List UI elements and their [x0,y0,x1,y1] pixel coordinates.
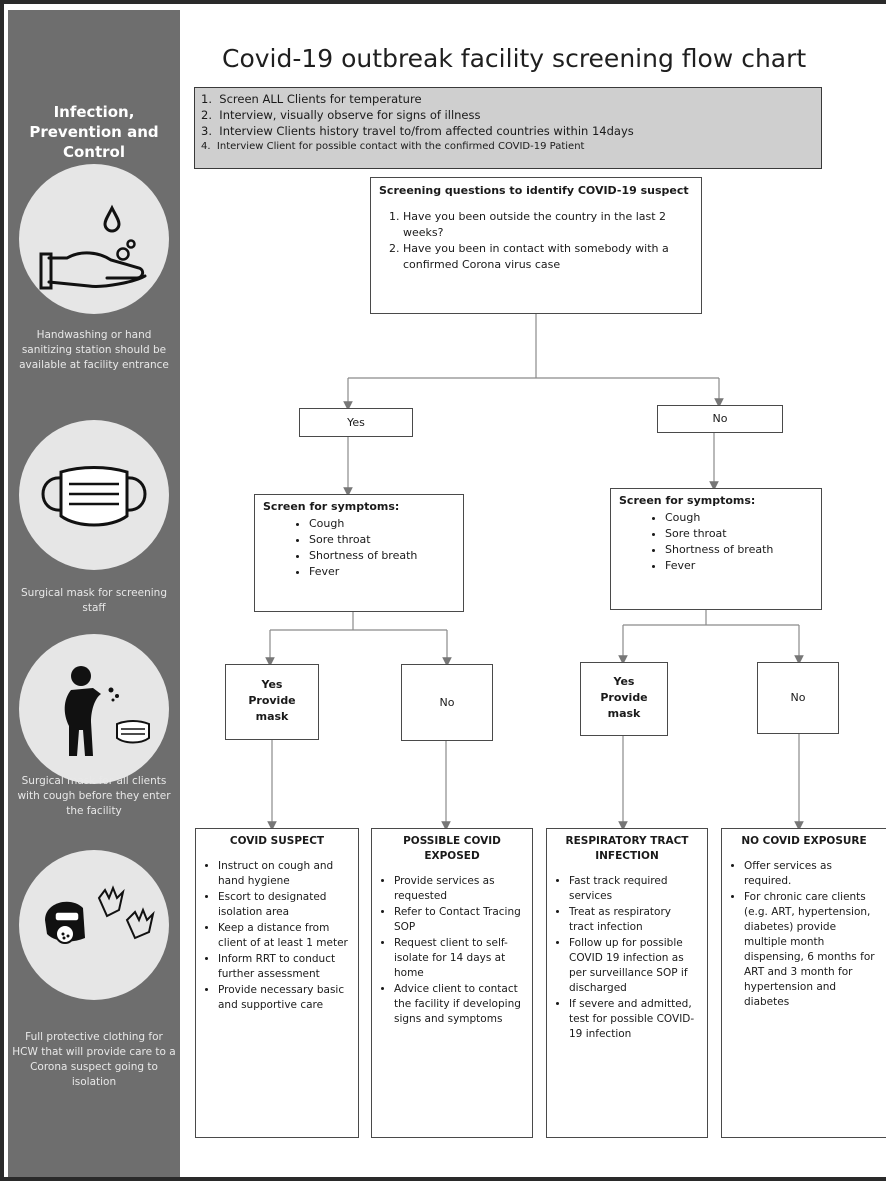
chart-title: Covid-19 outbreak facility screening flo… [222,44,807,73]
symptoms-heading: Screen for symptoms: [263,500,400,513]
symptom-item: Cough [309,516,455,532]
outcome-item: Refer to Contact Tracing SOP [394,905,524,935]
outcome-item: Provide services as requested [394,874,524,904]
outcome-item: Escort to designated isolation area [218,890,350,920]
outcome-item: Request client to self-isolate for 14 da… [394,936,524,981]
symptoms-heading: Screen for symptoms: [619,494,756,507]
mask-clients-caption: Surgical mask for all clients with cough… [17,775,171,817]
surgical-mask-icon [19,420,169,570]
step-item: 3. Interview Clients history travel to/f… [201,124,634,138]
decision-yes-provide-mask-2: Yes Provide mask [580,662,668,736]
protective-clothing-icon [19,850,169,1000]
outcome-item: Provide necessary basic and supportive c… [218,983,350,1013]
outcome-respiratory-tract-infection: RESPIRATORY TRACT INFECTION Fast track r… [546,828,708,1138]
outcome-list: Fast track required services Treat as re… [555,874,699,1042]
symptom-item: Fever [309,564,455,580]
symptoms-box-no: Screen for symptoms: Cough Sore throat S… [610,488,822,610]
screening-heading: Screening questions to identify COVID-19… [379,184,689,197]
ipc-sidebar: Infection, Prevention and Control Handwa… [8,10,180,1177]
outcome-item: Keep a distance from client of at least … [218,921,350,951]
outcome-item: Offer services as required. [744,859,878,889]
symptom-item: Sore throat [309,532,455,548]
decision-yes-provide-mask-1: Yes Provide mask [225,664,319,740]
step-item: 2. Interview, visually observe for signs… [201,108,481,122]
handwashing-caption: Handwashing or hand sanitizing station s… [19,329,169,371]
branch-no-box: No [657,405,783,433]
outcome-item: Advice client to contact the facility if… [394,982,524,1027]
outcome-item: Instruct on cough and hand hygiene [218,859,350,889]
screening-questions-box: Screening questions to identify COVID-19… [370,177,702,314]
outcome-item: Fast track required services [569,874,699,904]
symptoms-list: Cough Sore throat Shortness of breath Fe… [263,516,455,580]
mask-staff-caption: Surgical mask for screening staff [21,587,167,614]
screening-question-list: Have you been outside the country in the… [379,209,693,273]
outcome-possible-covid-exposed: POSSIBLE COVID EXPOSED Provide services … [371,828,533,1138]
outcome-item: If severe and admitted, test for possibl… [569,997,699,1042]
outcome-no-covid-exposure: NO COVID EXPOSURE Offer services as requ… [721,828,886,1138]
decision-no-2: No [757,662,839,734]
symptom-item: Shortness of breath [309,548,455,564]
outcome-covid-suspect: COVID SUSPECT Instruct on cough and hand… [195,828,359,1138]
protective-clothing-caption: Full protective clothing for HCW that wi… [12,1031,176,1088]
outcome-list: Offer services as required. For chronic … [730,859,878,1010]
outcome-item: Follow up for possible COVID 19 infectio… [569,936,699,996]
coughing-person-icon [19,634,169,784]
symptom-item: Fever [665,558,813,574]
outcome-item: For chronic care clients (e.g. ART, hype… [744,890,878,1010]
outcome-list: Provide services as requested Refer to C… [380,874,524,1027]
step-item: 4. Interview Client for possible contact… [201,141,585,152]
screening-steps-box: 1. Screen ALL Clients for temperature 2.… [194,87,822,169]
handwashing-icon [19,164,169,314]
outcome-title: RESPIRATORY TRACT INFECTION [565,835,689,862]
outcome-item: Treat as respiratory tract infection [569,905,699,935]
symptom-item: Cough [665,510,813,526]
outcome-item: Inform RRT to conduct further assessment [218,952,350,982]
decision-no-1: No [401,664,493,741]
outcome-list: Instruct on cough and hand hygiene Escor… [204,859,350,1013]
screening-question: Have you been outside the country in the… [403,209,693,241]
step-item: 1. Screen ALL Clients for temperature [201,92,422,106]
outcome-title: NO COVID EXPOSURE [741,835,867,847]
symptom-item: Sore throat [665,526,813,542]
symptoms-box-yes: Screen for symptoms: Cough Sore throat S… [254,494,464,612]
outcome-title: COVID SUSPECT [229,835,325,847]
outcome-title: POSSIBLE COVID EXPOSED [403,835,501,862]
symptoms-list: Cough Sore throat Shortness of breath Fe… [619,510,813,574]
sidebar-heading: Infection, Prevention and Control [29,103,159,161]
branch-yes-box: Yes [299,408,413,437]
symptom-item: Shortness of breath [665,542,813,558]
screening-question: Have you been in contact with somebody w… [403,241,693,273]
